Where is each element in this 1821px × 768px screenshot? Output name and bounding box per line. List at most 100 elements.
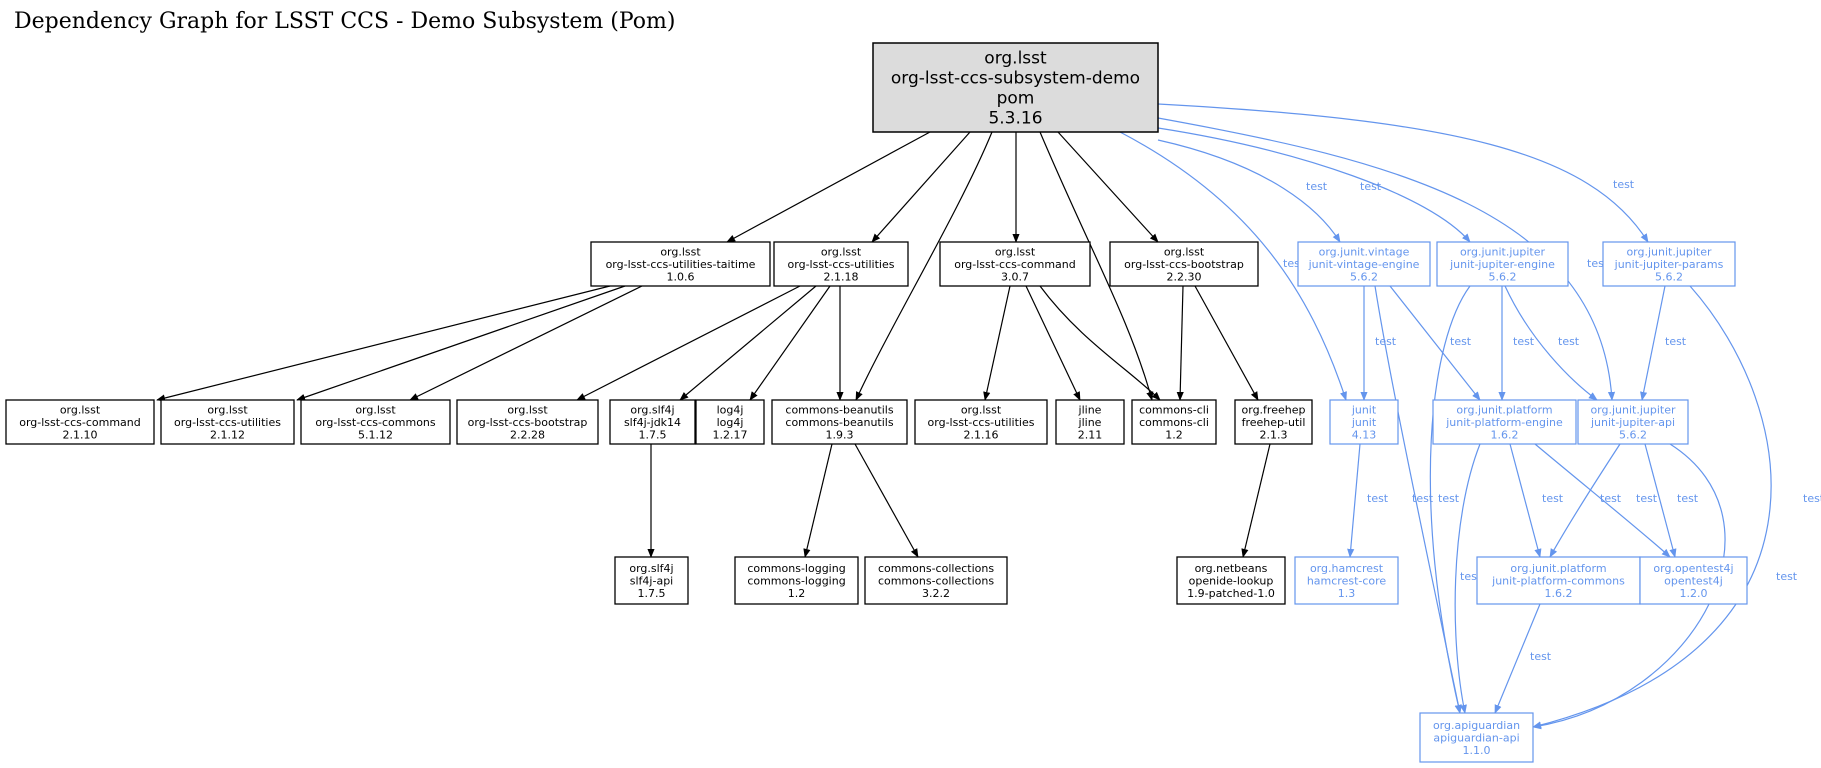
node-label-line: 1.1.0 — [1463, 744, 1491, 757]
node-box — [1432, 399, 1577, 445]
node-label-line: 1.9.3 — [826, 429, 854, 442]
node-label-line: commons-collections — [878, 562, 994, 575]
edge-platformcommons-to-apiguardian — [1494, 603, 1541, 714]
node-label-line: org.lsst — [507, 404, 548, 417]
edge-root-to-jupeng — [1157, 127, 1471, 243]
node-label-line: org-lsst-ccs-subsystem-demo — [891, 69, 1140, 89]
node-box — [1436, 241, 1569, 287]
edge-jupapi-to-opentest4j — [1644, 443, 1677, 558]
node-label-line: 4.13 — [1352, 429, 1377, 442]
node-label-line: commons-cli — [1139, 416, 1209, 429]
node-label-line: commons-collections — [878, 575, 994, 588]
edge-label: test — [1600, 492, 1622, 505]
node-box — [590, 241, 771, 287]
node-label-line: org-lsst-ccs-utilities — [788, 258, 895, 271]
node-label-line: org.junit.jupiter — [1626, 246, 1712, 259]
edge-cmd307-to-util2116 — [983, 285, 1011, 401]
edge-label: test — [1665, 335, 1687, 348]
node-label-line: org-lsst-ccs-command — [954, 258, 1076, 271]
edge-jupparams-to-jupapi — [1640, 285, 1666, 401]
node-label-line: org-lsst-ccs-utilities — [928, 416, 1035, 429]
edge-cmd307-to-cli — [1039, 285, 1161, 401]
nodes-layer: org.lsstorg-lsst-ccs-subsystem-demopom5.… — [5, 42, 1748, 763]
node-label-line: org.junit.platform — [1510, 562, 1606, 575]
node-label-line: 1.7.5 — [639, 429, 667, 442]
node-box — [771, 399, 908, 445]
node-label-line: org.lsst — [984, 49, 1047, 69]
edge-root-to-jupparams — [1157, 103, 1649, 243]
node-label-line: junit-platform-commons — [1491, 575, 1625, 588]
node-label-line: 2.1.10 — [63, 429, 98, 442]
node-box — [1476, 556, 1641, 605]
edge-root-to-boot2230 — [1057, 131, 1159, 243]
node-label-line: log4j — [717, 404, 744, 417]
edge-label: test — [1776, 570, 1798, 583]
node-label-line: log4j — [717, 416, 744, 429]
node-label-line: 5.3.16 — [988, 109, 1042, 129]
node-box — [1577, 399, 1689, 445]
node-box — [1055, 399, 1125, 445]
node-box — [1639, 556, 1748, 605]
node-taitime: org.lsstorg-lsst-ccs-utilities-taitime1.… — [590, 241, 771, 287]
node-box — [864, 556, 1008, 605]
node-label-line: junit-vintage-engine — [1308, 258, 1420, 271]
node-box — [914, 399, 1048, 445]
node-box — [1109, 241, 1259, 287]
node-box — [456, 399, 599, 445]
edge-label: test — [1677, 492, 1699, 505]
node-label-line: org-lsst-ccs-utilities — [174, 416, 281, 429]
node-label-line: org.lsst — [1164, 246, 1205, 259]
node-label-line: 2.1.16 — [964, 429, 999, 442]
node-label-line: junit-jupiter-params — [1614, 258, 1724, 271]
edge-taitime-to-util2112 — [296, 285, 626, 401]
node-label-line: 5.6.2 — [1619, 429, 1647, 442]
edge-label: test — [1513, 335, 1535, 348]
edge-label: test — [1460, 570, 1482, 583]
node-label-line: org-lsst-ccs-command — [19, 416, 141, 429]
node-box — [1294, 556, 1399, 605]
graph-title: Dependency Graph for LSST CCS - Demo Sub… — [14, 9, 675, 34]
node-label-line: org.slf4j — [630, 404, 674, 417]
node-platformcommons: org.junit.platformjunit-platform-commons… — [1476, 556, 1641, 605]
edge-label: test — [1542, 492, 1564, 505]
node-label-line: 2.1.3 — [1260, 429, 1288, 442]
node-label-line: org.lsst — [995, 246, 1036, 259]
node-label-line: 5.1.12 — [358, 429, 393, 442]
node-label-line: apiguardian-api — [1433, 732, 1519, 745]
node-box — [160, 399, 295, 445]
node-label-line: org.apiguardian — [1433, 719, 1520, 732]
node-label-line: 5.6.2 — [1350, 271, 1378, 284]
edge-taitime-to-cmd2110 — [156, 285, 611, 402]
node-label-line: 2.11 — [1078, 429, 1103, 442]
node-box — [5, 399, 155, 445]
edge-label: test — [1613, 178, 1635, 191]
edge-root-to-util2118 — [871, 131, 971, 243]
node-label-line: 1.2.0 — [1680, 587, 1708, 600]
node-label-line: org.hamcrest — [1310, 562, 1384, 575]
node-label-line: openide-lookup — [1189, 575, 1274, 588]
node-label-line: commons-beanutils — [785, 404, 893, 417]
node-box — [300, 399, 451, 445]
edge-junit-to-hamcrest — [1347, 443, 1361, 558]
node-label-line: 1.2 — [788, 587, 806, 600]
edge-boot2230-to-cli — [1176, 285, 1184, 401]
edge-boot2230-to-freehep — [1194, 285, 1259, 401]
node-jupparams: org.junit.jupiterjunit-jupiter-params5.6… — [1602, 241, 1736, 287]
node-label-line: freehep-util — [1242, 416, 1306, 429]
node-label-line: org.junit.platform — [1456, 404, 1552, 417]
node-label-line: junit-jupiter-engine — [1449, 258, 1555, 271]
node-label-line: commons-logging — [747, 575, 845, 588]
node-label-line: 2.2.28 — [510, 429, 545, 442]
